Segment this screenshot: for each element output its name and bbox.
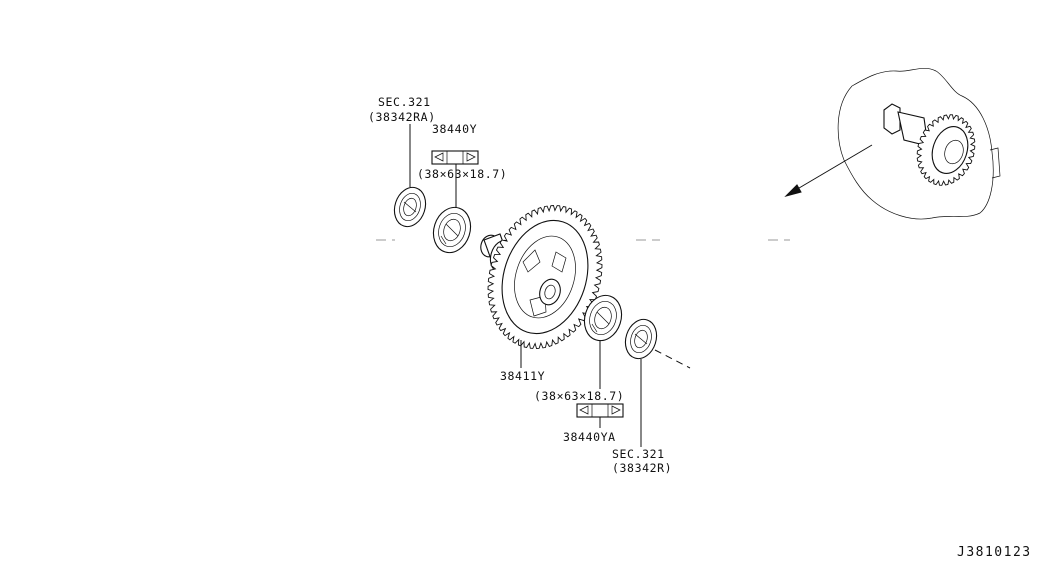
- left-oil-seal[interactable]: [390, 183, 431, 230]
- right-seal-part-label[interactable]: (38342R): [612, 461, 672, 475]
- bearing-set-icon-right: [576, 403, 624, 418]
- leader-lines: [409, 124, 642, 447]
- bearing-set-icon-left: [431, 150, 479, 165]
- gear-part-label[interactable]: 38411Y: [500, 369, 545, 383]
- left-bearing-size-label: (38×63×18.7): [417, 167, 507, 181]
- location-inset: [784, 67, 1001, 220]
- right-bearing-part-label[interactable]: 38440YA: [563, 430, 616, 444]
- left-seal-part-label[interactable]: (38342RA): [368, 110, 436, 124]
- left-bearing[interactable]: [428, 203, 476, 258]
- assembly-axis: [376, 239, 790, 369]
- figure-code: J3810123: [957, 545, 1032, 560]
- right-oil-seal[interactable]: [621, 315, 662, 362]
- right-bearing[interactable]: [579, 291, 627, 346]
- left-seal-sec-label: SEC.321: [378, 95, 431, 109]
- right-seal-sec-label: SEC.321: [612, 447, 665, 461]
- final-drive-gear-assembly[interactable]: [476, 197, 613, 357]
- left-bearing-part-label[interactable]: 38440Y: [432, 122, 477, 136]
- right-bearing-size-label: (38×63×18.7): [534, 389, 624, 403]
